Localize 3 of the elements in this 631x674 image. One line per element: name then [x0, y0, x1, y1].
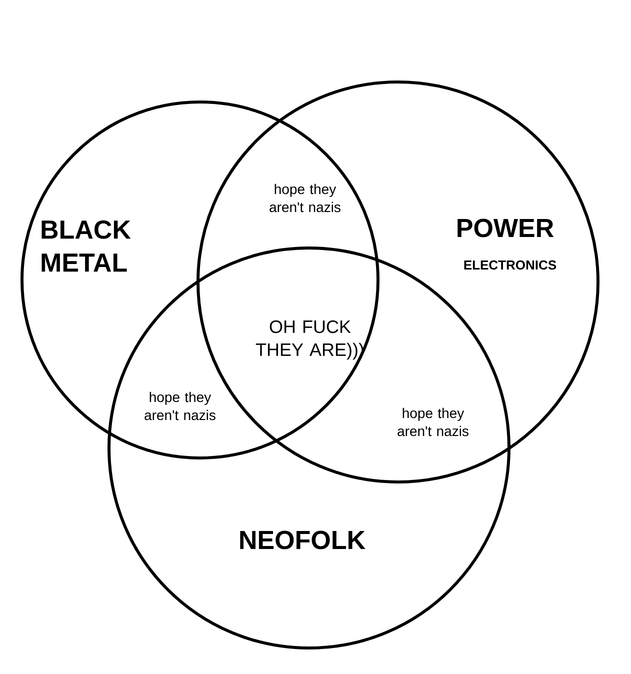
region-label: hope they aren't nazis	[398, 408, 468, 436]
region-label: hope they aren't nazis	[270, 184, 340, 212]
region-label: hope they aren't nazis	[144, 392, 216, 420]
